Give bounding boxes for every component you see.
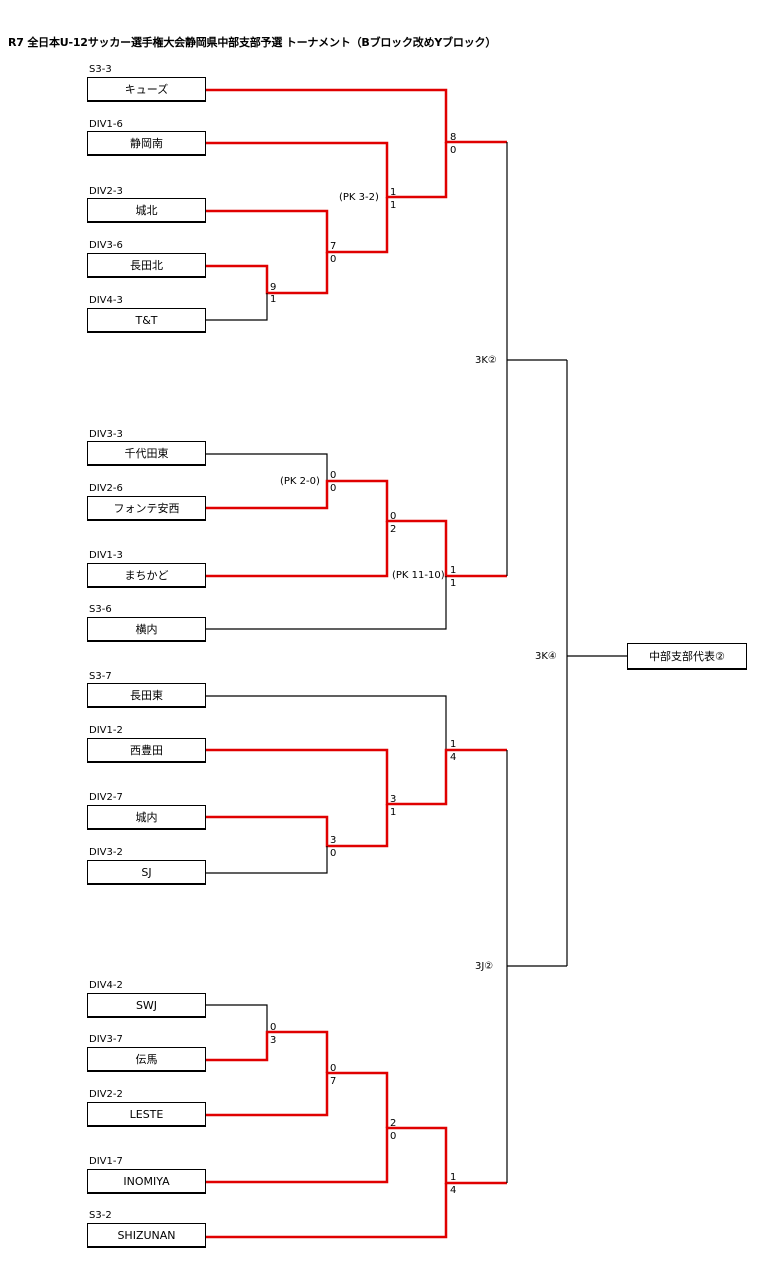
winner-path-line bbox=[206, 748, 507, 806]
seed-label: S3-2 bbox=[89, 1210, 112, 1221]
score-top: 1 bbox=[450, 565, 457, 576]
score-bottom: 0 bbox=[390, 1131, 397, 1142]
team-box: 城北 bbox=[87, 198, 206, 223]
bracket-line bbox=[206, 695, 447, 750]
winner-path-line bbox=[206, 1126, 507, 1185]
score-top: 1 bbox=[450, 739, 457, 750]
score-top: 3 bbox=[330, 835, 337, 846]
score-bottom: 4 bbox=[450, 752, 457, 763]
team-box: 長田東 bbox=[87, 683, 206, 708]
score-top: 0 bbox=[270, 1022, 277, 1033]
team-box: 西豊田 bbox=[87, 738, 206, 763]
winner-path-line bbox=[206, 1071, 389, 1128]
team-box: T&T bbox=[87, 308, 206, 333]
winner-path-line bbox=[206, 141, 448, 199]
score-bottom: 4 bbox=[450, 1185, 457, 1196]
bracket-line bbox=[206, 293, 268, 321]
bracket-line bbox=[206, 846, 328, 874]
seed-label: S3-3 bbox=[89, 64, 112, 75]
seed-label: DIV3-6 bbox=[89, 240, 123, 251]
team-box: SHIZUNAN bbox=[87, 1223, 206, 1248]
seed-label: S3-7 bbox=[89, 671, 112, 682]
winner-path-line bbox=[206, 1030, 329, 1073]
team-box: LESTE bbox=[87, 1102, 206, 1127]
score-bottom: 3 bbox=[270, 1035, 277, 1046]
team-box: SWJ bbox=[87, 993, 206, 1018]
score-bottom: 1 bbox=[390, 807, 397, 818]
score-bottom: 1 bbox=[390, 200, 397, 211]
score-bottom: 0 bbox=[450, 145, 457, 156]
team-box: 城内 bbox=[87, 805, 206, 830]
team-box: 静岡南 bbox=[87, 131, 206, 156]
score-bottom: 1 bbox=[270, 294, 277, 305]
score-top: 1 bbox=[450, 1172, 457, 1183]
winner-path-line bbox=[206, 521, 389, 578]
winner-path-line bbox=[206, 88, 507, 144]
score-top: 9 bbox=[270, 282, 277, 293]
match-label: 3K④ bbox=[535, 651, 557, 662]
winner-path-line bbox=[206, 804, 389, 848]
match-label: 3J② bbox=[475, 961, 494, 972]
score-bottom: 1 bbox=[450, 578, 457, 589]
score-bottom: 2 bbox=[390, 524, 397, 535]
bracket-line bbox=[206, 1004, 268, 1032]
seed-label: DIV3-7 bbox=[89, 1034, 123, 1045]
seed-label: DIV1-6 bbox=[89, 119, 123, 130]
score-top: 0 bbox=[330, 470, 337, 481]
team-box: フォンテ安西 bbox=[87, 496, 206, 521]
winner-path-line bbox=[206, 1183, 448, 1239]
score-top: 7 bbox=[330, 241, 337, 252]
score-top: 2 bbox=[390, 1118, 397, 1129]
score-top: 0 bbox=[330, 1063, 337, 1074]
score-top: 1 bbox=[390, 187, 397, 198]
seed-label: DIV4-3 bbox=[89, 295, 123, 306]
team-box: キューズ bbox=[87, 77, 206, 102]
score-top: 8 bbox=[450, 132, 457, 143]
score-bottom: 7 bbox=[330, 1076, 337, 1087]
team-box: INOMIYA bbox=[87, 1169, 206, 1194]
pk-label: (PK 3-2) bbox=[339, 192, 379, 203]
winner-path-line bbox=[206, 197, 389, 254]
score-top: 3 bbox=[390, 794, 397, 805]
seed-label: DIV4-2 bbox=[89, 980, 123, 991]
pk-label: (PK 2-0) bbox=[280, 476, 320, 487]
seed-label: DIV2-3 bbox=[89, 186, 123, 197]
match-label: 3K② bbox=[475, 355, 497, 366]
bracket-line bbox=[206, 576, 447, 630]
seed-label: S3-6 bbox=[89, 604, 112, 615]
seed-label: DIV3-3 bbox=[89, 429, 123, 440]
team-box: 横内 bbox=[87, 617, 206, 642]
team-box: 伝馬 bbox=[87, 1047, 206, 1072]
pk-label: (PK 11-10) bbox=[392, 570, 445, 581]
page-title: R7 全日本U-12サッカー選手権大会静岡県中部支部予選 トーナメント（Bブロッ… bbox=[8, 36, 497, 49]
seed-label: DIV1-2 bbox=[89, 725, 123, 736]
team-box: 千代田東 bbox=[87, 441, 206, 466]
score-bottom: 0 bbox=[330, 483, 337, 494]
team-box: 長田北 bbox=[87, 253, 206, 278]
seed-label: DIV3-2 bbox=[89, 847, 123, 858]
winner-path-line bbox=[206, 479, 507, 578]
score-bottom: 0 bbox=[330, 848, 337, 859]
final-result-box: 中部支部代表② bbox=[627, 643, 747, 670]
seed-label: DIV2-6 bbox=[89, 483, 123, 494]
seed-label: DIV1-7 bbox=[89, 1156, 123, 1167]
seed-label: DIV2-2 bbox=[89, 1089, 123, 1100]
score-top: 0 bbox=[390, 511, 397, 522]
seed-label: DIV2-7 bbox=[89, 792, 123, 803]
seed-label: DIV1-3 bbox=[89, 550, 123, 561]
score-bottom: 0 bbox=[330, 254, 337, 265]
team-box: SJ bbox=[87, 860, 206, 885]
team-box: まちかど bbox=[87, 563, 206, 588]
bracket-line bbox=[206, 453, 328, 481]
winner-path-line bbox=[206, 252, 329, 295]
